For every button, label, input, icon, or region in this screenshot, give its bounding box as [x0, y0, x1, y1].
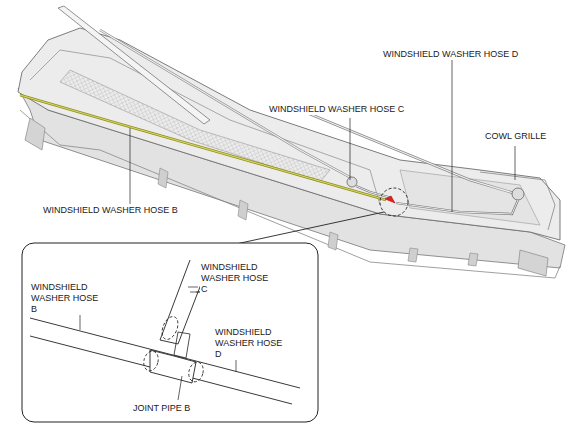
part-label: WINDSHIELD WASHER HOSE C — [200, 262, 274, 295]
part-label: COWL GRILLE — [484, 131, 547, 142]
part-label: WINDSHIELD WASHER HOSE C — [268, 104, 405, 115]
part-label: WINDSHIELD WASHER HOSE B — [42, 205, 179, 216]
part-label: WINDSHIELD WASHER HOSE D — [382, 49, 519, 60]
part-label: JOINT PIPE B — [132, 403, 191, 414]
part-label: WINDSHIELD WASHER HOSE B — [30, 282, 104, 315]
part-label: WINDSHIELD WASHER HOSE D — [214, 327, 288, 360]
